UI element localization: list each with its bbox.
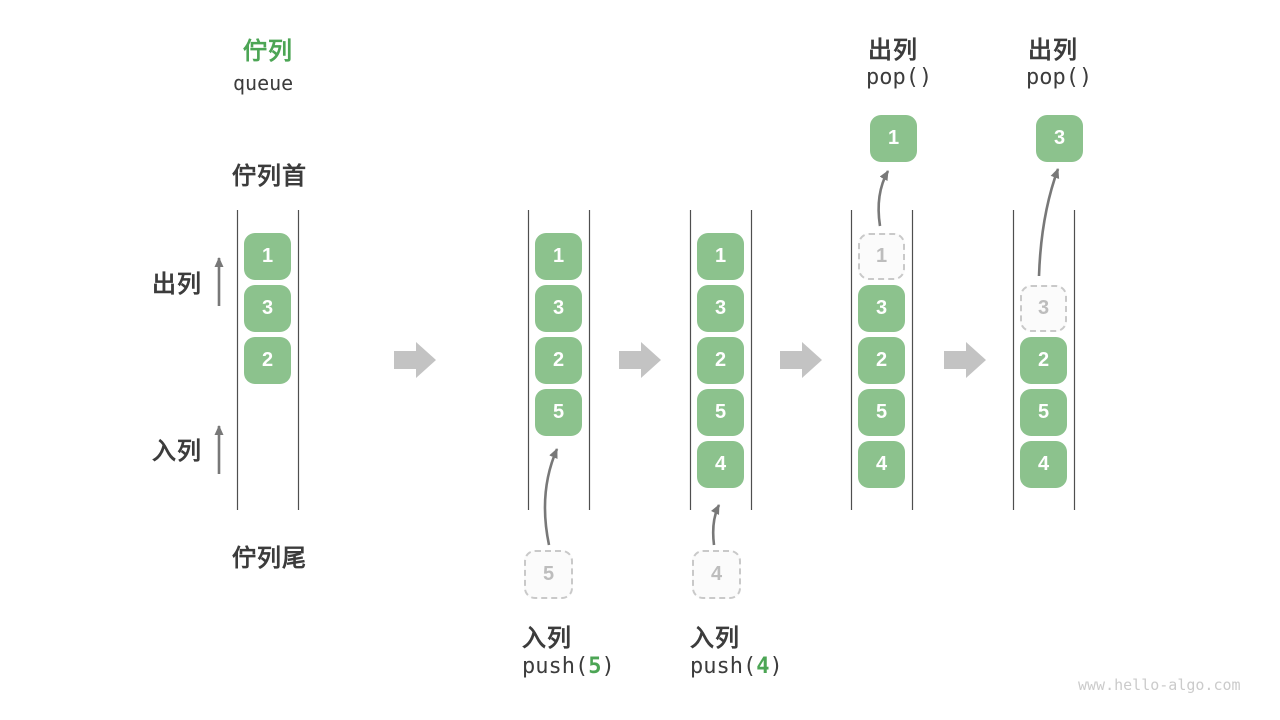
ghost-cell: 3 [1020,285,1067,332]
queue-cell: 4 [858,441,905,488]
op-label-enqueue: 入列 [522,625,572,652]
op-call-push: push(4) [690,654,783,679]
push-call-prefix: push( [522,654,589,679]
push-call-arg: 4 [756,654,770,679]
queue-cell: 3 [858,285,905,332]
queue-cell: 1 [535,233,582,280]
label-queue-rear: 佇列尾 [232,545,307,572]
queue-cell: 2 [858,337,905,384]
label-dequeue-left: 出列 [152,271,202,298]
queue-cell: 2 [1020,337,1067,384]
queue-cell: 3 [535,285,582,332]
push-arrow-icon [543,448,721,546]
op-label-dequeue: 出列 [1028,37,1078,64]
label-queue-front: 佇列首 [232,163,307,190]
queue-column-lines [236,210,1076,510]
op-call-pop: pop() [1026,65,1093,90]
op-call-pop: pop() [866,65,933,90]
queue-cell: 1 [697,233,744,280]
queue-cell: 5 [535,389,582,436]
incoming-cell: 5 [524,550,573,599]
queue-cell: 2 [535,337,582,384]
queue-cell: 2 [697,337,744,384]
queue-cell: 5 [697,389,744,436]
page-title: 佇列 [243,38,293,65]
queue-cell: 3 [244,285,291,332]
queue-cell: 3 [697,285,744,332]
push-call-suffix: ) [769,654,783,679]
pop-arrow-icon [877,168,1060,277]
queue-cell: 4 [1020,441,1067,488]
push-call-suffix: ) [601,654,615,679]
label-enqueue-left: 入列 [152,438,202,465]
popped-cell: 1 [870,115,917,162]
push-call-prefix: push( [690,654,757,679]
incoming-cell: 4 [692,550,741,599]
watermark: www.hello-algo.com [1078,676,1241,694]
op-call-push: push(5) [522,654,615,679]
queue-cell: 2 [244,337,291,384]
queue-cell: 1 [244,233,291,280]
popped-cell: 3 [1036,115,1083,162]
queue-cell: 5 [858,389,905,436]
queue-cell: 4 [697,441,744,488]
page-subtitle: queue [233,71,294,95]
push-call-arg: 5 [588,654,602,679]
op-label-dequeue: 出列 [868,37,918,64]
ghost-cell: 1 [858,233,905,280]
queue-cell: 5 [1020,389,1067,436]
op-label-enqueue: 入列 [690,625,740,652]
